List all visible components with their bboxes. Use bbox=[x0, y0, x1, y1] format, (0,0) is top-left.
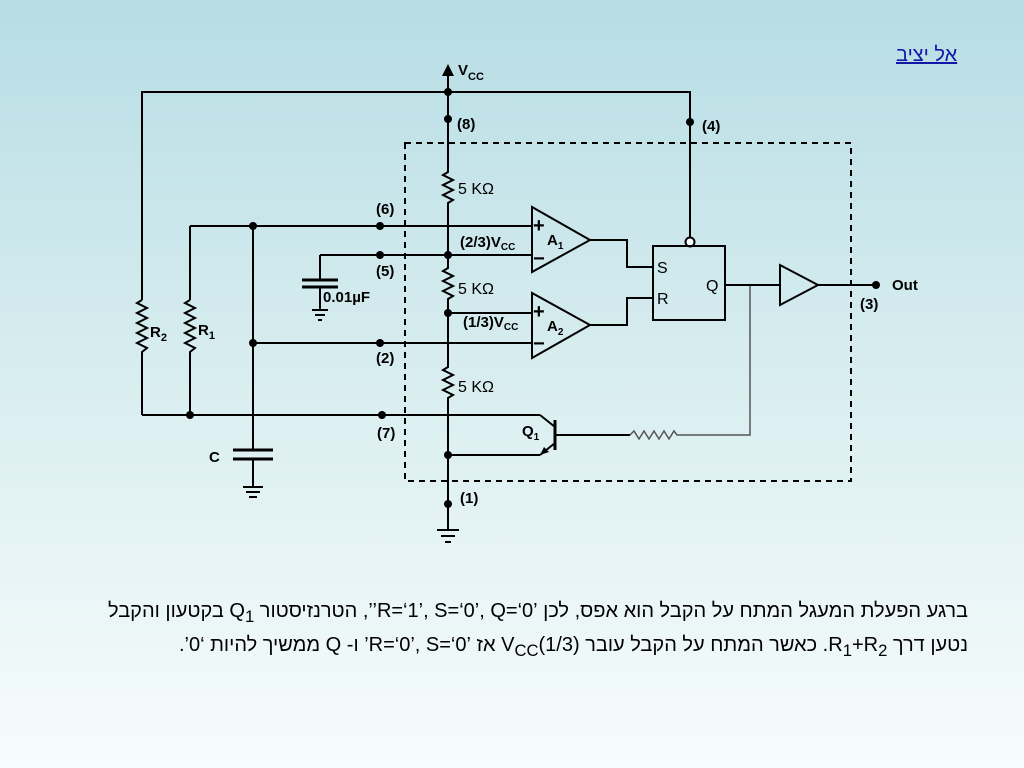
two-thirds-vcc-label: (2/3)VCC bbox=[460, 234, 515, 253]
cap-small-label: 0.01µF bbox=[323, 289, 370, 306]
pin-4-label: (4) bbox=[702, 118, 720, 135]
pin-8-label: (8) bbox=[457, 116, 475, 133]
ic-boundary bbox=[404, 142, 852, 482]
pin-5-dot bbox=[376, 251, 384, 259]
timing-capacitor bbox=[233, 226, 273, 498]
comparator-a2 bbox=[531, 291, 593, 360]
a2-plus: + bbox=[533, 301, 545, 323]
divider-resistor-2 bbox=[440, 255, 456, 313]
divider-r2-label: 5 KΩ bbox=[458, 281, 494, 298]
one-third-vcc-label: (1/3)VCC bbox=[463, 314, 518, 333]
ff-r-label: R bbox=[657, 291, 669, 308]
divider-resistor-3 bbox=[440, 313, 456, 505]
pin-2-label: (2) bbox=[376, 350, 394, 367]
q1-label: Q1 bbox=[522, 423, 540, 443]
pin-4-dot bbox=[686, 118, 694, 126]
resistor-r2 bbox=[134, 299, 150, 415]
divider-r1-label: 5 KΩ bbox=[458, 181, 494, 198]
cap-main-label: C bbox=[209, 449, 220, 466]
pin-5-label: (5) bbox=[376, 263, 394, 280]
flip-flop bbox=[652, 245, 726, 321]
top-rail-wire bbox=[141, 91, 691, 300]
pin-6-dot bbox=[376, 222, 384, 230]
circuit-diagram: VCC (8) (4) 5 KΩ 5 KΩ 5 KΩ (1) + − A1 + … bbox=[134, 62, 918, 543]
out-label: Out bbox=[892, 277, 918, 294]
pin-3-dot bbox=[872, 281, 880, 289]
transistor-q1 bbox=[448, 414, 630, 456]
pin-7-dot bbox=[378, 411, 386, 419]
divider-resistor-1 bbox=[440, 168, 456, 255]
output-buffer bbox=[779, 263, 821, 307]
ff-s-label: S bbox=[657, 260, 668, 277]
pin-1-label: (1) bbox=[460, 490, 478, 507]
a1-label: A1 bbox=[547, 232, 564, 252]
pin-6-label: (6) bbox=[376, 201, 394, 218]
base-resistor bbox=[629, 285, 751, 441]
pin-2-dot bbox=[376, 339, 384, 347]
pin-3-label: (3) bbox=[860, 296, 878, 313]
junction-dot bbox=[444, 88, 452, 96]
pin-1-dot bbox=[444, 500, 452, 508]
a1-plus: + bbox=[533, 215, 545, 237]
nav-back-link[interactable]: אל יציב bbox=[896, 44, 958, 66]
explanation-text: ברגע הפעלת המעגל המתח על הקבל הוא אפס, ל… bbox=[108, 600, 968, 660]
pin-8-dot bbox=[444, 115, 452, 123]
a2-label: A2 bbox=[547, 318, 564, 338]
a2-to-r-wire bbox=[590, 297, 653, 326]
pin-7-label: (7) bbox=[377, 425, 395, 442]
control-capacitor bbox=[302, 255, 338, 321]
ff-q-label: Q bbox=[706, 278, 718, 295]
junction-dot bbox=[186, 411, 194, 419]
resistor-r1 bbox=[182, 299, 198, 415]
comparator-a1 bbox=[531, 205, 593, 274]
divider-r3-label: 5 KΩ bbox=[458, 379, 494, 396]
r1-label: R1 bbox=[198, 322, 215, 342]
r2-label: R2 bbox=[150, 324, 167, 344]
vcc-label: VCC bbox=[458, 62, 484, 83]
a1-minus: − bbox=[533, 248, 545, 270]
a1-to-s-wire bbox=[590, 239, 653, 268]
a2-minus: − bbox=[533, 333, 545, 355]
ground-symbol bbox=[437, 505, 459, 543]
